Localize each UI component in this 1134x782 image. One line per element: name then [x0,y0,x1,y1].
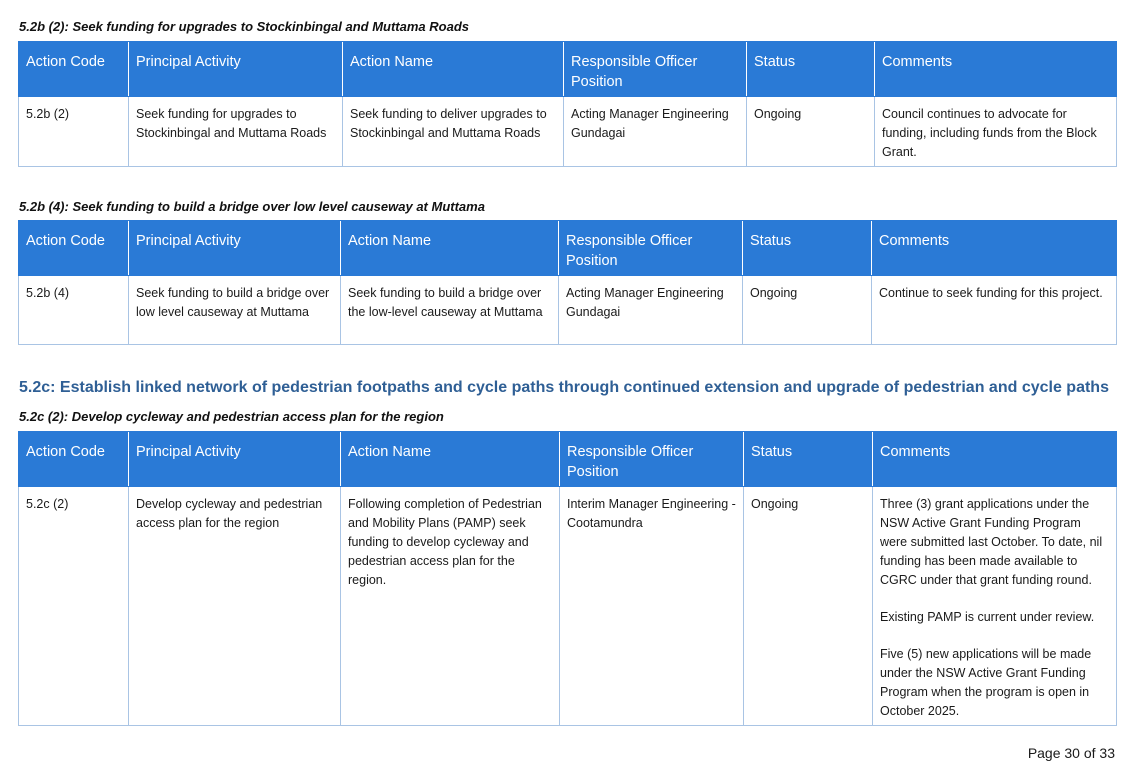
cell-responsible-officer: Interim Manager Engineering - Cootamundr… [559,486,744,726]
header-action-name: Action Name [340,220,559,276]
comment-paragraph: Existing PAMP is current under review. [880,610,1095,624]
header-status: Status [742,220,872,276]
cell-status: Ongoing [742,275,872,345]
header-status: Status [743,431,873,487]
cell-responsible-officer: Acting Manager Engineering Gundagai [563,96,747,167]
table-row: 5.2c (2) Develop cycleway and pedestrian… [18,486,1117,726]
section-title-5-2c-2: 5.2c (2): Develop cycleway and pedestria… [19,409,444,424]
cell-status: Ongoing [743,486,873,726]
header-action-name: Action Name [342,41,564,97]
header-comments: Comments [872,431,1117,487]
header-action-code: Action Code [18,431,129,487]
cell-action-code: 5.2b (4) [18,275,129,345]
action-table-5-2c-2: Action Code Principal Activity Action Na… [18,431,1117,726]
cell-principal-activity: Seek funding for upgrades to Stockinbing… [128,96,343,167]
comment-paragraph: Council continues to advocate for fundin… [882,107,1097,159]
action-table-5-2b-4: Action Code Principal Activity Action Na… [18,220,1117,345]
page-number: Page 30 of 33 [1027,745,1115,761]
cell-responsible-officer: Acting Manager Engineering Gundagai [558,275,743,345]
table-header-row: Action Code Principal Activity Action Na… [18,220,1117,276]
cell-status: Ongoing [746,96,875,167]
header-action-name: Action Name [340,431,560,487]
table-header-row: Action Code Principal Activity Action Na… [18,431,1117,487]
header-comments: Comments [871,220,1117,276]
header-principal-activity: Principal Activity [128,431,341,487]
header-principal-activity: Principal Activity [128,41,343,97]
table-header-row: Action Code Principal Activity Action Na… [18,41,1117,97]
table-row: 5.2b (2) Seek funding for upgrades to St… [18,96,1117,167]
cell-comments: Continue to seek funding for this projec… [871,275,1117,345]
header-responsible-officer: Responsible Officer Position [558,220,743,276]
cell-comments: Council continues to advocate for fundin… [874,96,1117,167]
cell-action-code: 5.2b (2) [18,96,129,167]
comment-paragraph: Three (3) grant applications under the N… [880,497,1103,587]
action-table-5-2b-2: Action Code Principal Activity Action Na… [18,41,1117,167]
comment-paragraph: Continue to seek funding for this projec… [879,286,1103,300]
header-status: Status [746,41,875,97]
header-action-code: Action Code [18,41,129,97]
cell-action-name: Following completion of Pedestrian and M… [340,486,560,726]
cell-action-code: 5.2c (2) [18,486,129,726]
goal-heading-5-2c: 5.2c: Establish linked network of pedest… [19,379,1109,396]
table-row: 5.2b (4) Seek funding to build a bridge … [18,275,1117,345]
section-title-5-2b-2: 5.2b (2): Seek funding for upgrades to S… [19,19,469,34]
header-principal-activity: Principal Activity [128,220,341,276]
header-action-code: Action Code [18,220,129,276]
header-comments: Comments [874,41,1117,97]
comment-paragraph: Five (5) new applications will be made u… [880,647,1092,718]
section-title-5-2b-4: 5.2b (4): Seek funding to build a bridge… [19,199,485,214]
cell-action-name: Seek funding to deliver upgrades to Stoc… [342,96,564,167]
cell-comments: Three (3) grant applications under the N… [872,486,1117,726]
cell-principal-activity: Develop cycleway and pedestrian access p… [128,486,341,726]
cell-principal-activity: Seek funding to build a bridge over low … [128,275,341,345]
header-responsible-officer: Responsible Officer Position [559,431,744,487]
header-responsible-officer: Responsible Officer Position [563,41,747,97]
cell-action-name: Seek funding to build a bridge over the … [340,275,559,345]
